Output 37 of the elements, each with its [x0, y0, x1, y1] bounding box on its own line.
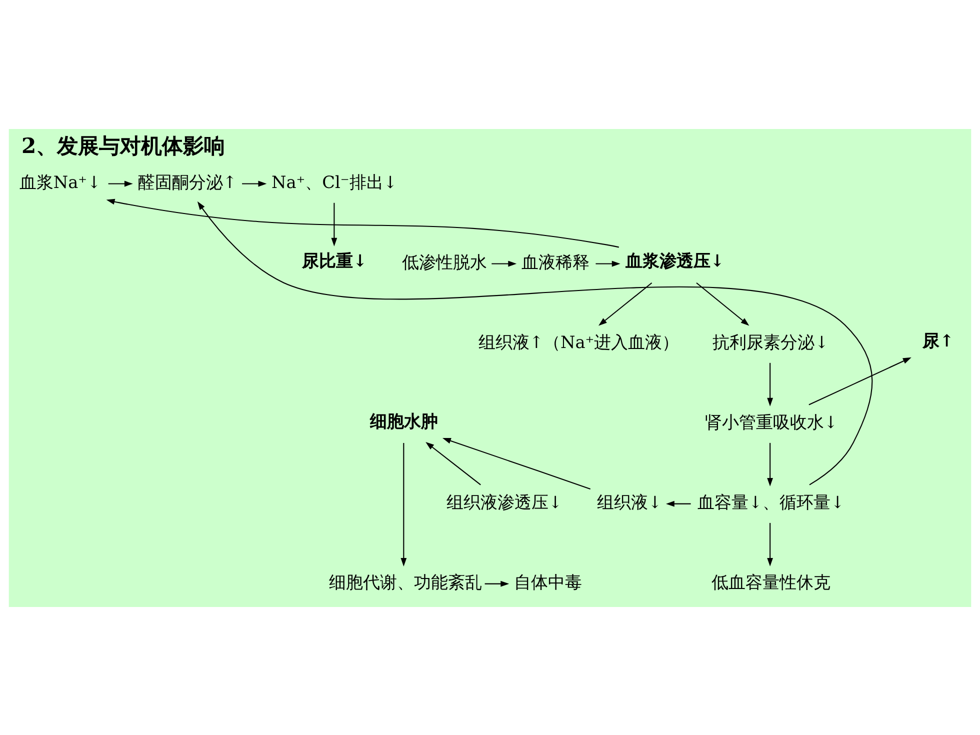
arrow	[242, 180, 267, 186]
arrow	[442, 437, 591, 490]
arrow	[426, 441, 481, 485]
arrow	[197, 200, 873, 485]
node-text: 组织液渗透压↓	[446, 491, 562, 512]
arrow	[596, 260, 620, 266]
arrow	[108, 180, 133, 186]
arrow	[598, 282, 652, 326]
arrow	[696, 282, 750, 326]
node-text: 血液稀释	[522, 251, 590, 272]
node-text: 血浆渗透压↓	[625, 250, 724, 270]
node-text: 血容量↓、循环量↓	[697, 491, 845, 512]
arrow	[331, 202, 338, 246]
arrow	[767, 522, 774, 566]
diagram-title: 2、发展与对机体影响	[21, 132, 226, 158]
arrow	[492, 260, 517, 266]
node-text: 细胞水肿	[370, 410, 438, 430]
node-text: 尿比重↓	[302, 250, 368, 270]
node-text: 抗利尿素分泌↓	[712, 331, 829, 352]
arrow	[400, 442, 407, 566]
arrow	[808, 356, 912, 405]
node-text: 血浆Na⁺↓	[19, 171, 102, 192]
node-text: 肾小管重吸收水↓	[704, 411, 838, 432]
arrow	[767, 442, 774, 486]
node-text: 自体中毒	[514, 571, 582, 592]
node-text: Na⁺、Cl⁻排出↓	[272, 171, 398, 192]
node-text: 组织液↓	[596, 491, 662, 512]
arrow	[767, 362, 774, 406]
node-text: 醛固酮分泌↑	[138, 171, 237, 192]
node-text: 组织液↑（Na⁺进入血液）	[478, 331, 680, 352]
arrow	[106, 198, 619, 248]
arrow	[666, 500, 691, 506]
arrow	[484, 580, 510, 586]
node-text: 低血容量性休克	[712, 571, 831, 592]
node-text: 细胞代谢、功能紊乱	[328, 571, 482, 592]
node-text: 尿↑	[922, 330, 954, 350]
node-text: 低渗性脱水	[402, 251, 488, 272]
